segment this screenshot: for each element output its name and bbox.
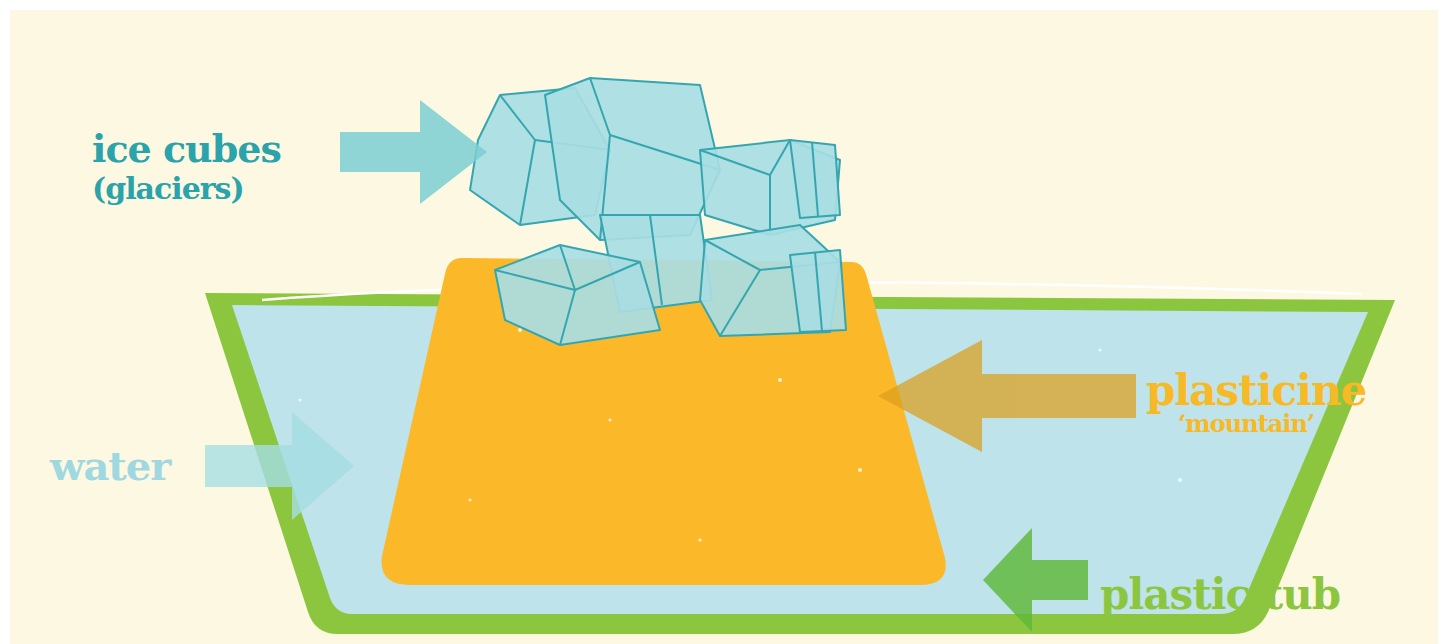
plasticine-arrow — [878, 340, 1136, 452]
label-subheading: (glaciers) — [92, 174, 244, 204]
tub-arrow — [983, 528, 1088, 632]
label-subheading: ‘mountain’ — [1178, 412, 1314, 436]
label-heading: plastic tub — [1100, 574, 1340, 616]
label-heading: ice cubes — [92, 130, 281, 168]
label-heading: plasticine — [1146, 370, 1366, 412]
label-heading: water — [50, 446, 170, 486]
ice-cubes — [470, 78, 846, 345]
ice-arrow — [340, 100, 487, 204]
water-arrow — [205, 412, 354, 520]
speckles — [299, 328, 1183, 542]
